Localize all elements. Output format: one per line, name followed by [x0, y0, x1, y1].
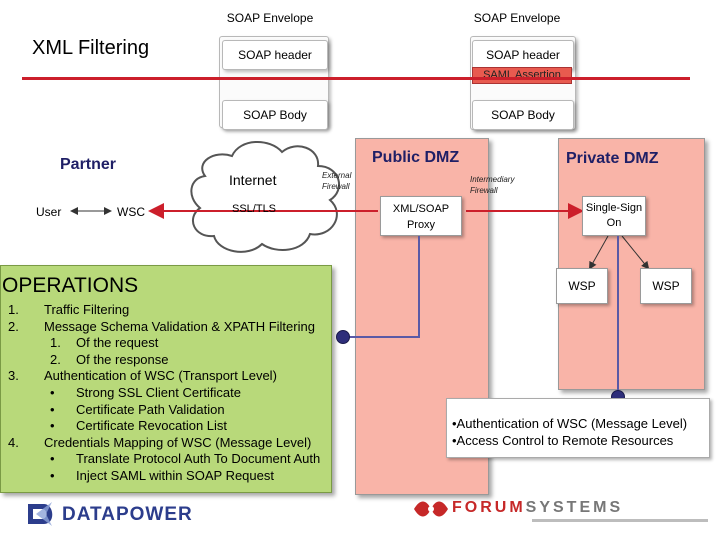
sso-wsp-left-arrow	[589, 235, 609, 270]
partner-title: Partner	[60, 156, 117, 173]
operations-subitem: •Translate Protocol Auth To Document Aut…	[50, 451, 321, 467]
soap-header-right: SOAP header	[472, 40, 574, 70]
forum-logo-tagline	[532, 519, 708, 522]
public-dmz-title: Public DMZ	[372, 149, 460, 166]
soap-envelope-left-label: SOAP Envelope	[226, 11, 314, 25]
private-dmz-zone	[558, 138, 705, 390]
soap-body-right: SOAP Body	[472, 100, 574, 130]
operations-subitem: 1.Of the request	[50, 335, 159, 351]
ssl-tls-label: SSL/TLS	[232, 203, 277, 215]
soap-header-left: SOAP header	[222, 40, 328, 70]
xml-soap-proxy: XML/SOAP Proxy	[380, 196, 462, 236]
intermediary-firewall-label: Intermediary Firewall	[470, 175, 515, 195]
ops-connector-vertical	[418, 236, 420, 338]
operations-item: 4.Credentials Mapping of WSC (Message Le…	[8, 434, 312, 450]
sso-wsp-right-arrow	[621, 235, 650, 270]
datapower-logo-icon	[28, 502, 53, 526]
operations-subitem: •Certificate Path Validation	[50, 401, 225, 417]
user-label: User	[36, 205, 62, 219]
wsp-server-right: WSP	[640, 268, 692, 304]
page-title: XML Filtering	[32, 37, 150, 59]
flow-line-top	[22, 77, 690, 80]
operations-subitem: •Certificate Revocation List	[50, 418, 228, 434]
sso-connector-vertical	[617, 236, 619, 396]
operations-panel	[0, 265, 332, 493]
external-firewall-label: External Firewall	[322, 171, 352, 191]
operations-item: 1.Traffic Filtering	[8, 302, 130, 317]
datapower-logo-text: DATAPOWER	[62, 504, 193, 525]
forum-systems-logo-icon	[414, 501, 448, 517]
ops-connector-horizontal	[344, 336, 420, 338]
internet-label: Internet	[229, 172, 277, 188]
private-dmz-title: Private DMZ	[566, 150, 659, 167]
operations-subitem: 2.Of the response	[50, 351, 169, 367]
wsp-server-left: WSP	[556, 268, 608, 304]
soap-body-left: SOAP Body	[222, 100, 328, 130]
ops-connector-dot	[336, 330, 350, 344]
forum-logo-word: FORUM	[452, 499, 526, 516]
forum-logo-text: FORUMSYSTEMS	[452, 499, 623, 517]
systems-logo-word: SYSTEMS	[525, 499, 624, 516]
message-level-box	[446, 398, 710, 458]
single-sign-on: Single-Sign On	[582, 196, 646, 236]
soap-envelope-right-label: SOAP Envelope	[473, 11, 561, 25]
operations-item: 3.Authentication of WSC (Transport Level…	[8, 368, 277, 384]
operations-list: 1.Traffic Filtering 2.Message Schema Val…	[8, 302, 353, 485]
internet-cloud	[190, 140, 340, 253]
operations-subitem: •Inject SAML within SOAP Request	[50, 467, 274, 483]
operations-subitem: •Strong SSL Client Certificate	[50, 384, 241, 400]
message-level-line-1: •Authentication of WSC (Message Level)	[452, 416, 688, 431]
operations-title: OPERATIONS	[2, 274, 139, 297]
wsc-label: WSC	[117, 205, 145, 219]
operations-item: 2.Message Schema Validation & XPATH Filt…	[8, 318, 315, 334]
message-level-line-2: •Access Control to Remote Resources	[452, 433, 674, 448]
